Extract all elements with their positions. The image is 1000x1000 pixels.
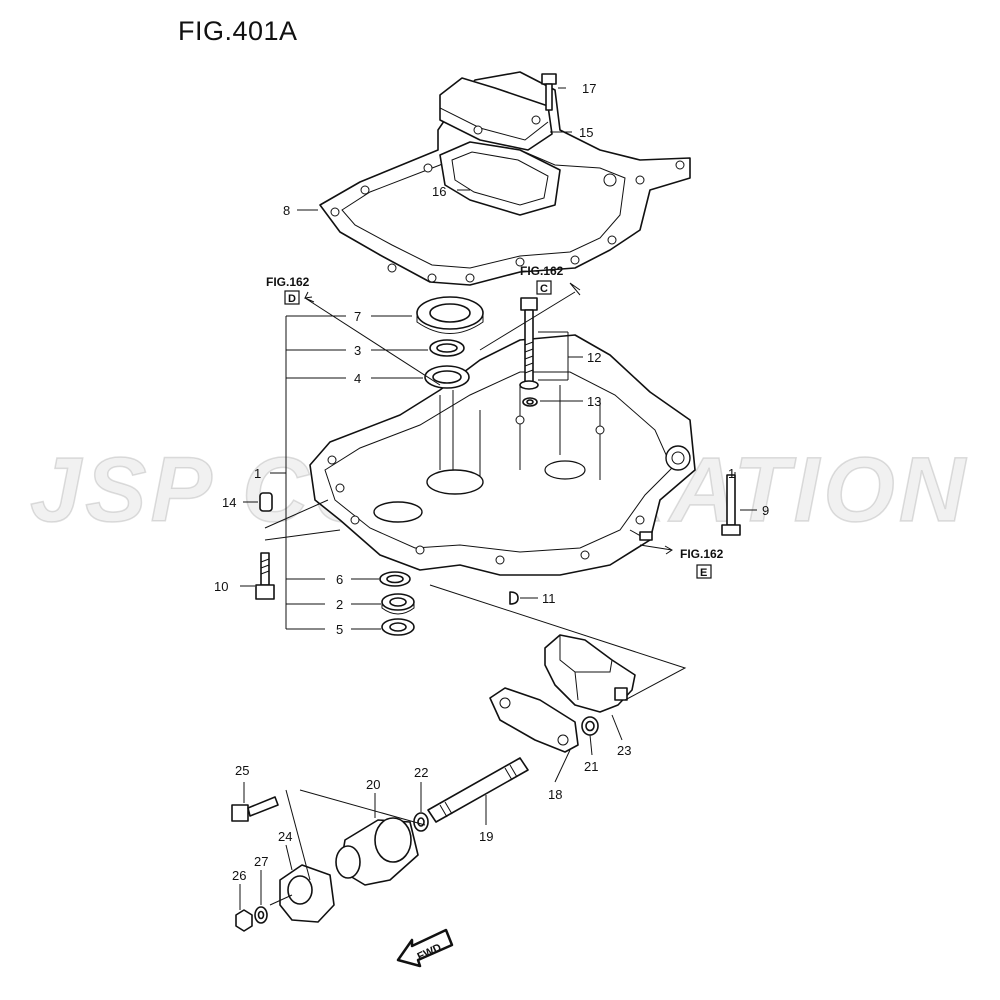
callout-16: 16 <box>432 184 446 199</box>
cover-plate-part-15 <box>439 77 553 151</box>
callout-11: 11 <box>542 591 556 606</box>
leader-lines <box>239 87 757 910</box>
bolt-part-25 <box>231 796 279 822</box>
callout-3: 3 <box>354 343 361 358</box>
callout-1b: 1 <box>728 466 735 481</box>
callout-22: 22 <box>414 765 428 780</box>
callout-15: 15 <box>579 125 593 140</box>
dowel-part-14 <box>259 492 273 512</box>
callout-21: 21 <box>584 759 598 774</box>
housing-part-1 <box>309 334 696 576</box>
seal-part-6 <box>379 571 411 587</box>
fig-ref-c-letter: C <box>540 283 548 295</box>
seal-part-4 <box>424 365 470 389</box>
callout-1a: 1 <box>254 466 261 481</box>
callout-19: 19 <box>479 829 493 844</box>
callout-26: 26 <box>232 868 246 883</box>
bushing-part-20 <box>335 817 419 886</box>
fwd-arrow-icon: FWD <box>396 928 454 968</box>
plug-part-11 <box>509 591 519 605</box>
callout-4: 4 <box>354 371 361 386</box>
callout-12: 12 <box>587 350 601 365</box>
callout-8: 8 <box>283 203 290 218</box>
figure-title: FIG.401A <box>178 16 298 46</box>
fig-ref-e[interactable]: FIG.162 E <box>680 547 724 579</box>
callout-6: 6 <box>336 572 343 587</box>
callout-14: 14 <box>222 495 236 510</box>
fig-ref-c[interactable]: FIG.162 C <box>520 264 564 295</box>
callout-24: 24 <box>278 829 292 844</box>
bearing-part-2 <box>381 593 415 615</box>
shaft-part-19 <box>427 757 529 823</box>
bolt-part-10 <box>255 552 275 600</box>
nut-part-21 <box>581 716 599 736</box>
callout-9: 9 <box>762 503 769 518</box>
bolt-part-17 <box>541 73 557 111</box>
callout-20: 20 <box>366 777 380 792</box>
fig-ref-d-label: FIG.162 <box>266 275 310 289</box>
washer-part-27 <box>254 906 268 924</box>
fig-ref-d-letter: D <box>288 293 296 305</box>
fig-ref-e-label: FIG.162 <box>680 547 724 561</box>
inner-gasket-part-16 <box>439 141 561 216</box>
plate-part-18 <box>489 687 579 753</box>
seal-part-7 <box>416 296 484 334</box>
callout-18: 18 <box>548 787 562 802</box>
callout-5: 5 <box>336 622 343 637</box>
fig-ref-d[interactable]: FIG.162 D <box>266 275 310 305</box>
callout-10: 10 <box>214 579 228 594</box>
housing-part-24 <box>269 864 335 923</box>
nut-part-26 <box>235 909 253 932</box>
washer-part-22 <box>413 812 429 832</box>
ring-part-3 <box>429 339 465 357</box>
bracket-part-23 <box>544 634 636 713</box>
callout-25: 25 <box>235 763 249 778</box>
callout-27: 27 <box>254 854 268 869</box>
callout-13: 13 <box>587 394 601 409</box>
callout-2: 2 <box>336 597 343 612</box>
callout-23: 23 <box>617 743 631 758</box>
bolt-part-12 <box>519 297 539 390</box>
callout-7: 7 <box>354 309 361 324</box>
bolt-part-9 <box>721 474 741 536</box>
fig-ref-e-letter: E <box>700 567 707 579</box>
callouts: 1 1 2 3 4 5 6 7 8 9 10 11 12 13 14 15 16… <box>214 81 769 883</box>
fig-ref-c-label: FIG.162 <box>520 264 564 278</box>
washer-part-13 <box>522 397 538 407</box>
seal-part-5 <box>381 618 415 636</box>
callout-17: 17 <box>582 81 596 96</box>
